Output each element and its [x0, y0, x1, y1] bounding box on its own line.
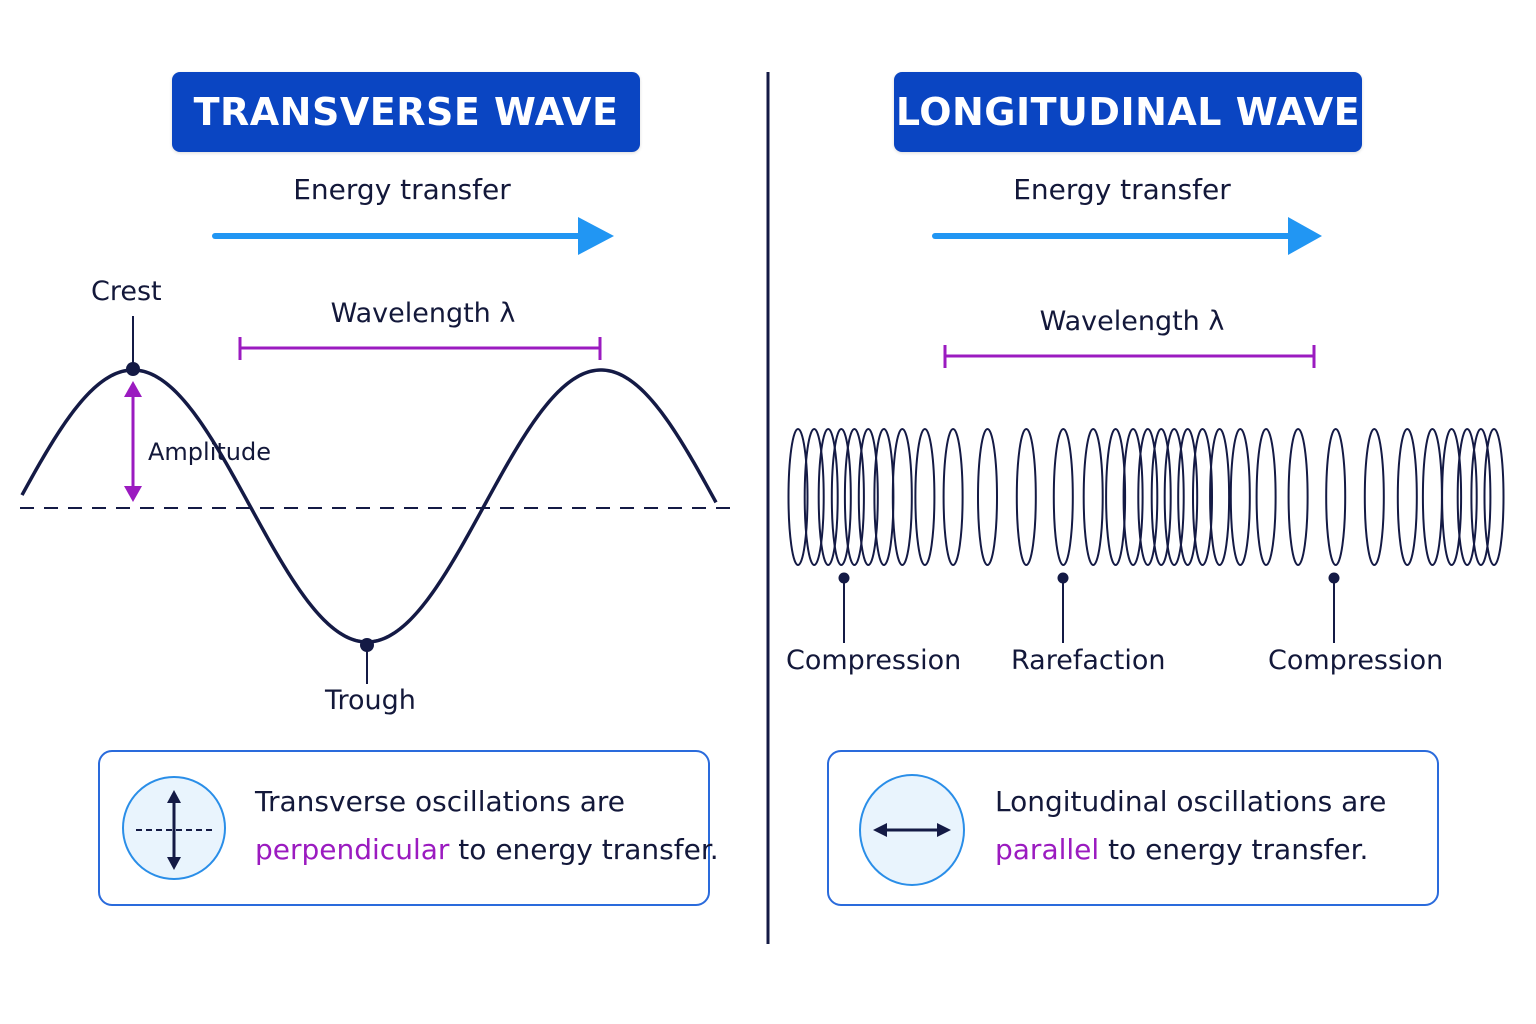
spring-coil [803, 428, 825, 566]
spring-coil [857, 428, 879, 566]
transverse-wavelength-bracket [238, 337, 602, 360]
compression-pointer-2 [1328, 572, 1340, 643]
crest-dot [126, 362, 140, 376]
transverse-wave-curve [20, 368, 718, 644]
spring-coil [1229, 428, 1251, 566]
amplitude-label: Amplitude [148, 438, 271, 466]
longitudinal-info-rest: to energy transfer. [1099, 833, 1369, 866]
compression-pointer-1 [838, 572, 850, 643]
rarefaction-pointer [1057, 572, 1069, 643]
spring-coil [830, 428, 852, 566]
transverse-info-highlight: perpendicular [255, 833, 450, 866]
spring-coil [1483, 428, 1505, 566]
longitudinal-wavelength-bracket [943, 345, 1316, 368]
crest-label: Crest [91, 276, 162, 307]
spring-coil [1192, 428, 1213, 566]
spring-coil [914, 428, 936, 566]
spring-coil [1209, 428, 1231, 566]
spring-coil [843, 428, 865, 566]
longitudinal-spring-coils [787, 428, 1505, 566]
energy-arrow-right [932, 217, 1322, 255]
spring-coil [942, 428, 964, 566]
energy-arrow-left [212, 217, 614, 255]
transverse-info-text: Transverse oscillations are perpendicula… [255, 778, 719, 874]
spring-coil [1441, 428, 1463, 566]
longitudinal-info-line1: Longitudinal oscillations are [995, 785, 1387, 818]
transverse-info-rest: to energy transfer. [449, 833, 719, 866]
transverse-info-line2: perpendicular to energy transfer. [255, 826, 719, 874]
spring-coil [1150, 428, 1172, 566]
spring-coil [1163, 428, 1185, 566]
rarefaction-label: Rarefaction [1011, 645, 1166, 676]
spring-coil [891, 428, 913, 566]
spring-coil [1396, 428, 1418, 566]
spring-coil [977, 428, 998, 566]
longitudinal-info-line2: parallel to energy transfer. [995, 826, 1386, 874]
transverse-energy-label: Energy transfer [293, 173, 511, 206]
transverse-title: TRANSVERSE WAVE [172, 72, 640, 152]
longitudinal-title: LONGITUDINAL WAVE [894, 72, 1362, 152]
spring-coil [817, 428, 839, 566]
spring-coil [1015, 428, 1037, 566]
horizontal-oscillation-icon [859, 774, 965, 886]
transverse-info-line1: Transverse oscillations are [255, 785, 626, 818]
spring-coil [787, 428, 809, 566]
spring-coil [1105, 428, 1127, 566]
transverse-wavelength-label: Wavelength λ [330, 298, 516, 329]
spring-coil [1122, 428, 1144, 566]
longitudinal-info-highlight: parallel [995, 833, 1100, 866]
spring-coil [1255, 428, 1277, 566]
transverse-info-box: Transverse oscillations are perpendicula… [98, 750, 719, 906]
trough-label: Trough [325, 685, 416, 716]
vertical-oscillation-icon [122, 776, 226, 880]
spring-coil [1470, 428, 1492, 566]
longitudinal-energy-label: Energy transfer [1013, 173, 1231, 206]
spring-coil [1287, 428, 1309, 566]
spring-coil [1082, 428, 1104, 566]
longitudinal-info-text: Longitudinal oscillations are parallel t… [995, 778, 1386, 874]
spring-coil [1325, 428, 1347, 566]
longitudinal-info-box: Longitudinal oscillations are parallel t… [827, 750, 1439, 906]
spring-coil [1456, 428, 1478, 566]
amplitude-arrow [124, 381, 142, 502]
spring-coil [1363, 428, 1385, 566]
longitudinal-wavelength-label: Wavelength λ [1039, 306, 1225, 337]
spring-coil [1177, 428, 1199, 566]
spring-coil [1421, 428, 1443, 566]
spring-coil [1137, 428, 1159, 566]
compression-label-2: Compression [1268, 645, 1444, 676]
compression-label-1: Compression [786, 645, 962, 676]
spring-coil [1052, 428, 1074, 566]
